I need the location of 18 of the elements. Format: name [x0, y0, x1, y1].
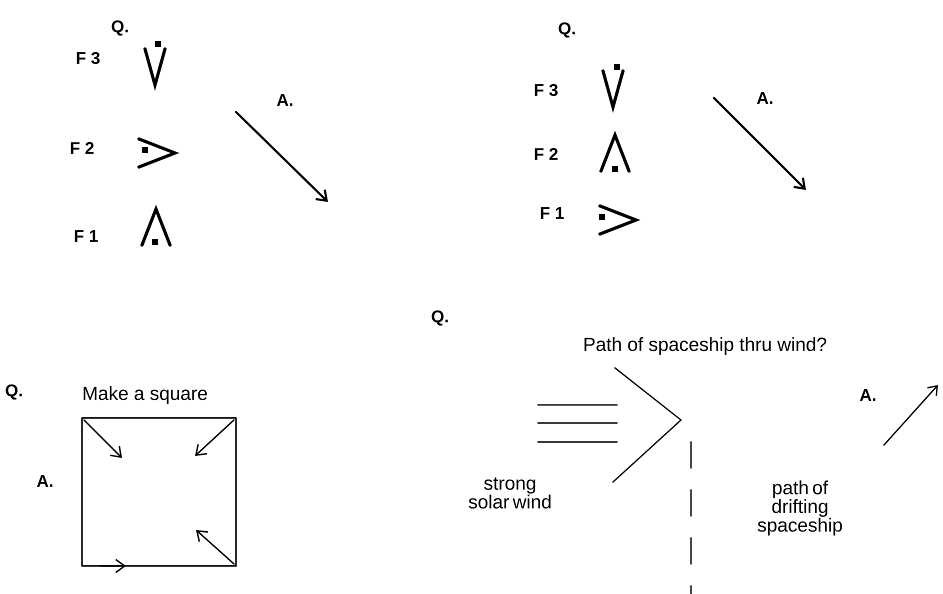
answer-label: A.: [36, 475, 52, 487]
force-label: F 3: [76, 52, 100, 64]
question-label: Q.: [558, 22, 575, 38]
question-label: Q.: [6, 384, 22, 400]
question-label: Q.: [432, 310, 448, 326]
wind-label: strong solar wind: [468, 477, 551, 509]
force-label: F 1: [540, 207, 564, 219]
force-label: F 2: [70, 142, 94, 154]
answer-label: A.: [276, 94, 292, 106]
question-label: Q.: [112, 20, 128, 36]
force-label: F 3: [534, 84, 558, 96]
question-text: Make a square: [84, 386, 207, 404]
answer-label: A.: [860, 389, 876, 401]
force-label: F 2: [534, 148, 558, 160]
question-text: Path of spaceship thru wind?: [584, 337, 826, 355]
path-label: path of drifting spaceship: [758, 480, 842, 536]
answer-label: A.: [756, 92, 772, 104]
force-label: F 1: [74, 230, 98, 242]
